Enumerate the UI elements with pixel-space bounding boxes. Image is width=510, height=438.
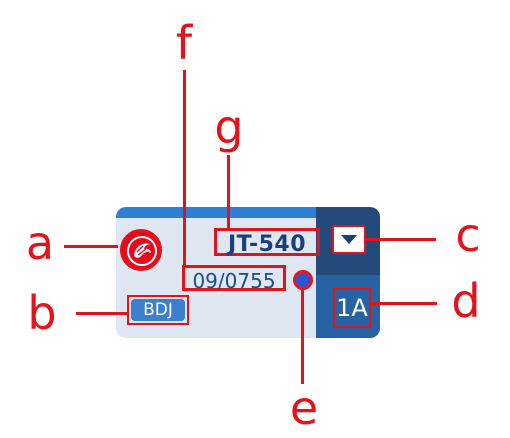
status-dot <box>293 270 313 290</box>
callout-d: d <box>451 274 481 328</box>
chevron-down-icon <box>341 235 357 244</box>
dropdown-button[interactable] <box>332 225 366 254</box>
card-accent-bar <box>116 207 316 218</box>
flight-date-time: 09/0755 <box>182 265 286 293</box>
seat-label: 1A <box>333 288 371 328</box>
leader-line-a <box>64 245 118 248</box>
leader-line-d <box>371 302 437 305</box>
leader-line-f <box>183 70 186 266</box>
callout-e: e <box>289 381 319 435</box>
callout-c: c <box>455 208 481 262</box>
lion-emblem-icon <box>127 236 157 266</box>
leader-line-b <box>76 312 128 315</box>
airline-logo-icon <box>120 229 162 271</box>
leader-line-e <box>301 290 304 384</box>
callout-g: g <box>214 100 244 154</box>
leader-line-g <box>227 155 230 228</box>
flight-number: JT-540 <box>214 228 320 257</box>
origin-airport-code: BDJ <box>131 299 185 321</box>
callout-b: b <box>27 286 57 340</box>
callout-f: f <box>175 16 193 70</box>
callout-a: a <box>25 216 55 270</box>
origin-airport-badge: BDJ <box>127 295 189 325</box>
leader-line-c <box>366 238 436 241</box>
